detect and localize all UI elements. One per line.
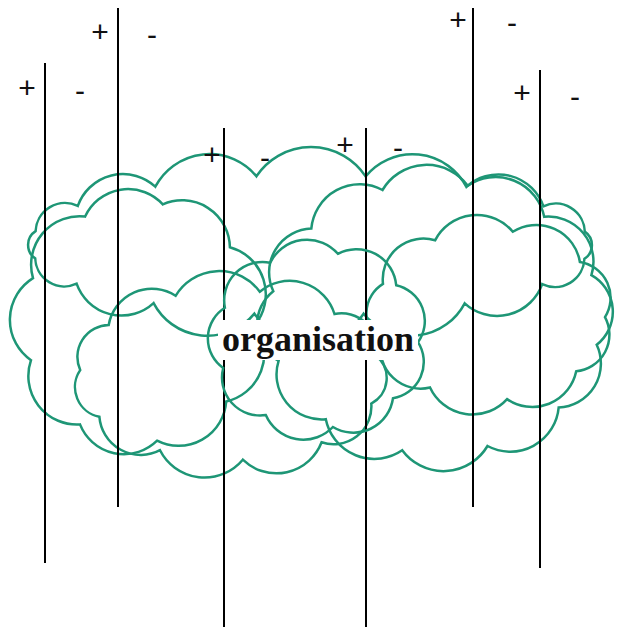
- sign-label: +: [336, 130, 354, 160]
- vertical-line: [223, 128, 225, 627]
- cloud-outline: [28, 147, 592, 343]
- sign-label: +: [449, 5, 467, 35]
- sign-label: -: [147, 20, 157, 50]
- sign-label: +: [513, 78, 531, 108]
- sign-label: -: [393, 133, 403, 163]
- vertical-line: [472, 8, 474, 507]
- sign-label: -: [260, 143, 270, 173]
- cloud-outline: [257, 165, 613, 471]
- sign-label: -: [507, 8, 517, 38]
- cloud-outline: [208, 240, 425, 440]
- cloud-label: organisation: [218, 320, 418, 360]
- vertical-line: [539, 70, 541, 568]
- sign-label: -: [570, 82, 580, 112]
- sign-label: -: [75, 76, 85, 106]
- sign-label: +: [203, 140, 221, 170]
- vertical-line: [117, 8, 119, 507]
- vertical-line: [365, 128, 367, 627]
- cloud-node: organisation: [206, 240, 430, 440]
- vertical-line: [44, 63, 46, 563]
- sign-label: +: [18, 73, 36, 103]
- sign-label: +: [91, 17, 109, 47]
